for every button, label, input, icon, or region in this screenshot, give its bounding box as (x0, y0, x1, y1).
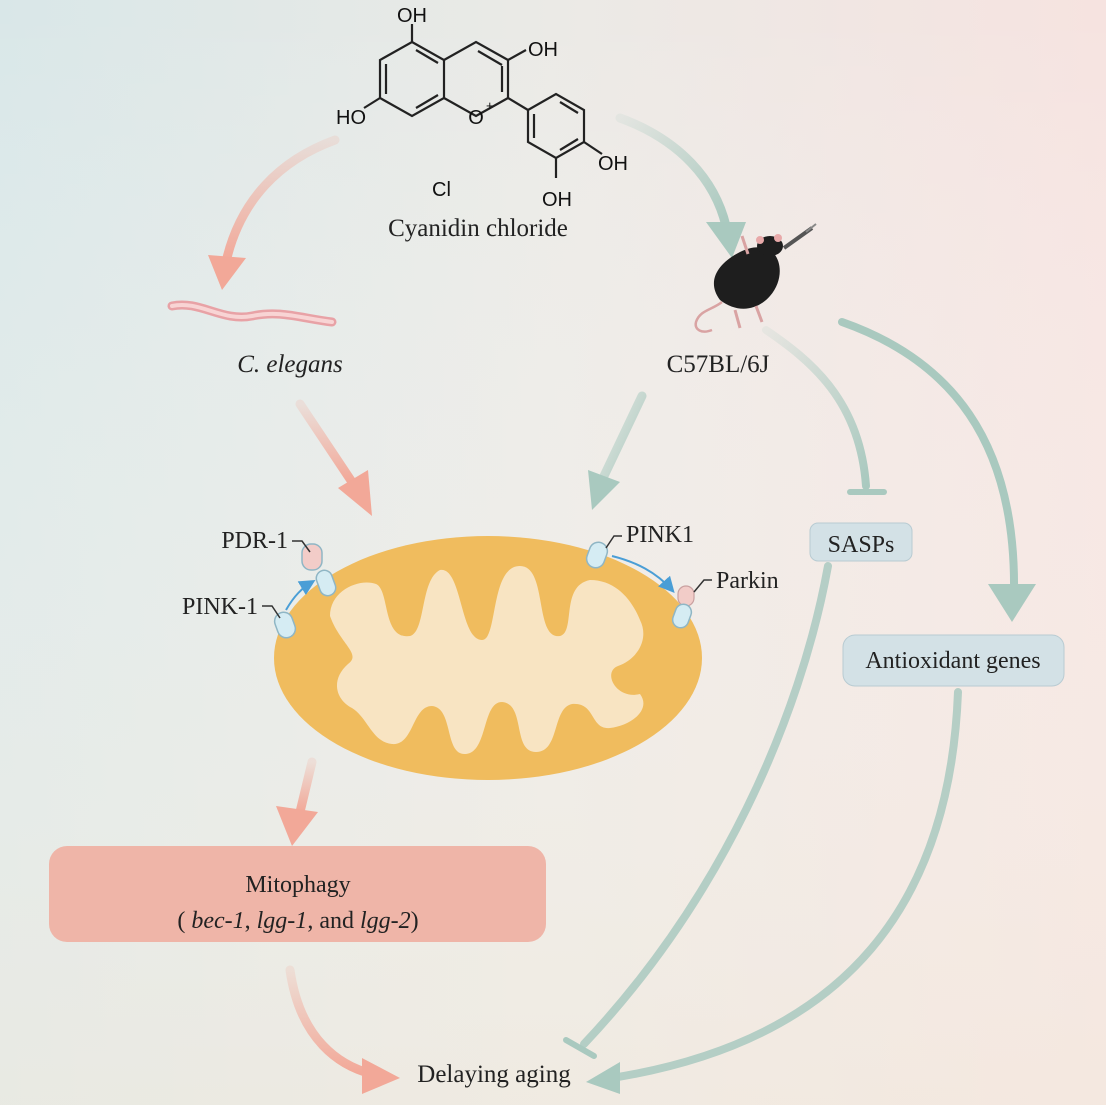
outcome-label: Delaying aging (417, 1061, 571, 1088)
pink1-worm-label: PINK-1 (182, 594, 258, 620)
genes-sep1: , (245, 908, 257, 934)
arrow-mouse-to-antioxidant-head (988, 584, 1036, 622)
counterion-label: Cl (432, 179, 451, 201)
genes-close-paren: ) (411, 908, 419, 934)
pink1-mouse-label: PINK1 (626, 522, 694, 548)
pink1-worm-leader (262, 605, 281, 619)
arrow-mito-to-mitophagy (295, 757, 317, 817)
oh-c7-label: HO (336, 107, 366, 129)
arrow-worm-to-mito-head (338, 470, 372, 516)
mitochondrion (274, 536, 702, 780)
inhibit-line-mouse-sasps (762, 326, 870, 490)
arrow-compound-to-mouse (615, 113, 731, 231)
sasps-box (809, 522, 913, 562)
worm-icon (167, 300, 337, 327)
arrow-antioxidant-to-aging (608, 688, 962, 1082)
parkin-anchor (671, 603, 693, 629)
parkin-protein (677, 585, 695, 607)
charge-label: + (486, 98, 494, 113)
gene-bec1: bec-1 (191, 908, 244, 934)
mitophagy-genes: ( bec-1, lgg-1, and lgg-2) (177, 908, 418, 934)
pink1-mouse-leader (605, 535, 622, 549)
oh-c4p-label: OH (598, 153, 628, 175)
arrow-mouse-to-mito-head (588, 470, 620, 510)
ring-oxygen-label: O (468, 107, 484, 129)
pink1-mouse-protein (585, 541, 609, 569)
arrow-mitophagy-to-aging (285, 965, 377, 1079)
arrow-mitophagy-to-aging-head (362, 1058, 400, 1094)
gene-lgg1: lgg-1 (257, 908, 308, 934)
arrow-worm-to-mito (295, 399, 357, 487)
arrow-antioxidant-to-aging-head (586, 1062, 620, 1094)
pdr1-protein (301, 543, 323, 571)
oh-c3p-label: OH (542, 189, 572, 211)
worm-label: C. elegans (237, 351, 343, 378)
inhibit-bar-aging (563, 1037, 597, 1059)
oh-c5-label: OH (397, 5, 427, 27)
cyanidin-structure (363, 24, 603, 178)
mouse-icon (694, 223, 817, 333)
pink1-worm-protein (273, 611, 297, 639)
sasps-label: SASPs (828, 532, 895, 558)
oh-c3-label: OH (528, 39, 558, 61)
inhibit-line-sasps-to-aging (580, 562, 832, 1048)
arrow-compound-to-mouse-head (706, 222, 746, 258)
pdr1-leader (292, 540, 311, 553)
mitophagy-title: Mitophagy (245, 872, 350, 898)
parkin-leader (693, 579, 712, 593)
genes-sep2: , and (307, 908, 360, 934)
arrow-compound-to-worm-head (208, 255, 246, 290)
pdr1-label: PDR-1 (221, 528, 288, 554)
mouse-label: C57BL/6J (667, 351, 770, 378)
pdr1-anchor (315, 569, 337, 597)
arrow-mouse-to-antioxidant (838, 318, 1019, 596)
antioxidant-box (842, 634, 1065, 687)
pink1-worm-to-pdr1-arrow (285, 579, 316, 611)
arrow-mito-to-mitophagy-head (276, 806, 318, 846)
antioxidant-label: Antioxidant genes (865, 648, 1040, 674)
arrow-mouse-to-mito (599, 391, 647, 481)
pink1-to-parkin-arrow (611, 555, 675, 593)
mitophagy-box (49, 846, 546, 942)
gene-lgg2: lgg-2 (360, 908, 411, 934)
parkin-label: Parkin (716, 568, 779, 594)
arrow-compound-to-worm (221, 135, 340, 267)
genes-open-paren: ( (177, 908, 191, 934)
compound-name: Cyanidin chloride (388, 215, 568, 242)
